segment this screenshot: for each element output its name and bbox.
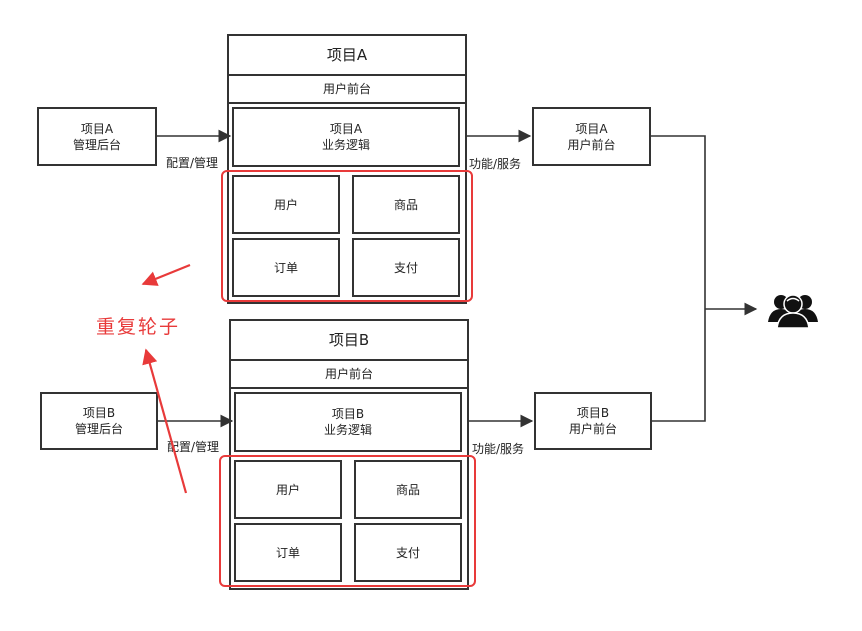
project-b-module-user: 用户 [234, 460, 342, 519]
module-label: 用户 [275, 482, 300, 497]
module-label: 用户 [273, 197, 298, 212]
project-b-business-logic: 项目B 业务逻辑 [234, 392, 462, 452]
module-label: 商品 [395, 482, 420, 497]
project-a-business-logic-label: 项目A 业务逻辑 [321, 122, 370, 152]
project-a-user-frontend-label: 项目A 用户前台 [567, 121, 616, 152]
duplicate-wheels-annotation: 重复轮子 [96, 316, 181, 338]
module-label: 商品 [393, 197, 418, 212]
project-a-module-payment: 支付 [352, 238, 460, 297]
module-label: 支付 [393, 260, 418, 275]
project-a-title-box: 项目A [227, 34, 467, 76]
project-b-module-payment: 支付 [354, 523, 462, 582]
project-b-frontend-header: 用户前台 [229, 359, 469, 389]
project-a-admin-backend: 项目A 管理后台 [37, 107, 157, 166]
project-b-service-edge-label: 功能/服务 [472, 442, 525, 456]
project-b-duplicate-highlight [219, 455, 476, 587]
project-a-admin-edge-label: 配置/管理 [166, 156, 219, 170]
red-arrow-upper [141, 263, 191, 286]
project-a-module-user: 用户 [232, 175, 340, 234]
project-a-frontend-header-label: 用户前台 [322, 82, 371, 96]
project-a-container [227, 102, 467, 304]
project-b-container [229, 387, 469, 590]
project-a-admin-label: 项目A 管理后台 [72, 121, 121, 152]
users-group-icon [768, 294, 818, 329]
project-b-module-order: 订单 [234, 523, 342, 582]
red-arrow-lower [142, 348, 188, 494]
edge-b-frontend-to-merge [652, 309, 706, 422]
project-a-business-logic: 项目A 业务逻辑 [232, 107, 460, 167]
project-b-admin-backend: 项目B 管理后台 [40, 392, 158, 450]
project-b-admin-label: 项目B 管理后台 [74, 406, 123, 436]
project-a-duplicate-highlight [221, 170, 473, 302]
project-b-user-frontend: 项目B 用户前台 [534, 392, 652, 450]
project-b-business-logic-label: 项目B 业务逻辑 [323, 407, 372, 437]
project-b-user-frontend-label: 项目B 用户前台 [568, 406, 617, 436]
module-label: 支付 [395, 545, 420, 560]
project-a-user-frontend: 项目A 用户前台 [532, 107, 651, 166]
edge-a-frontend-to-merge [651, 135, 706, 309]
project-b-admin-edge-label: 配置/管理 [167, 440, 220, 454]
project-b-title-box: 项目B [229, 319, 469, 361]
project-a-title: 项目A [326, 46, 368, 64]
project-b-frontend-header-label: 用户前台 [324, 367, 373, 381]
project-a-frontend-header: 用户前台 [227, 74, 467, 104]
project-a-module-order: 订单 [232, 238, 340, 297]
project-b-title: 项目B [328, 331, 370, 349]
project-b-module-product: 商品 [354, 460, 462, 519]
module-label: 订单 [275, 545, 300, 560]
module-label: 订单 [273, 260, 298, 275]
project-a-module-product: 商品 [352, 175, 460, 234]
project-a-service-edge-label: 功能/服务 [469, 157, 522, 171]
